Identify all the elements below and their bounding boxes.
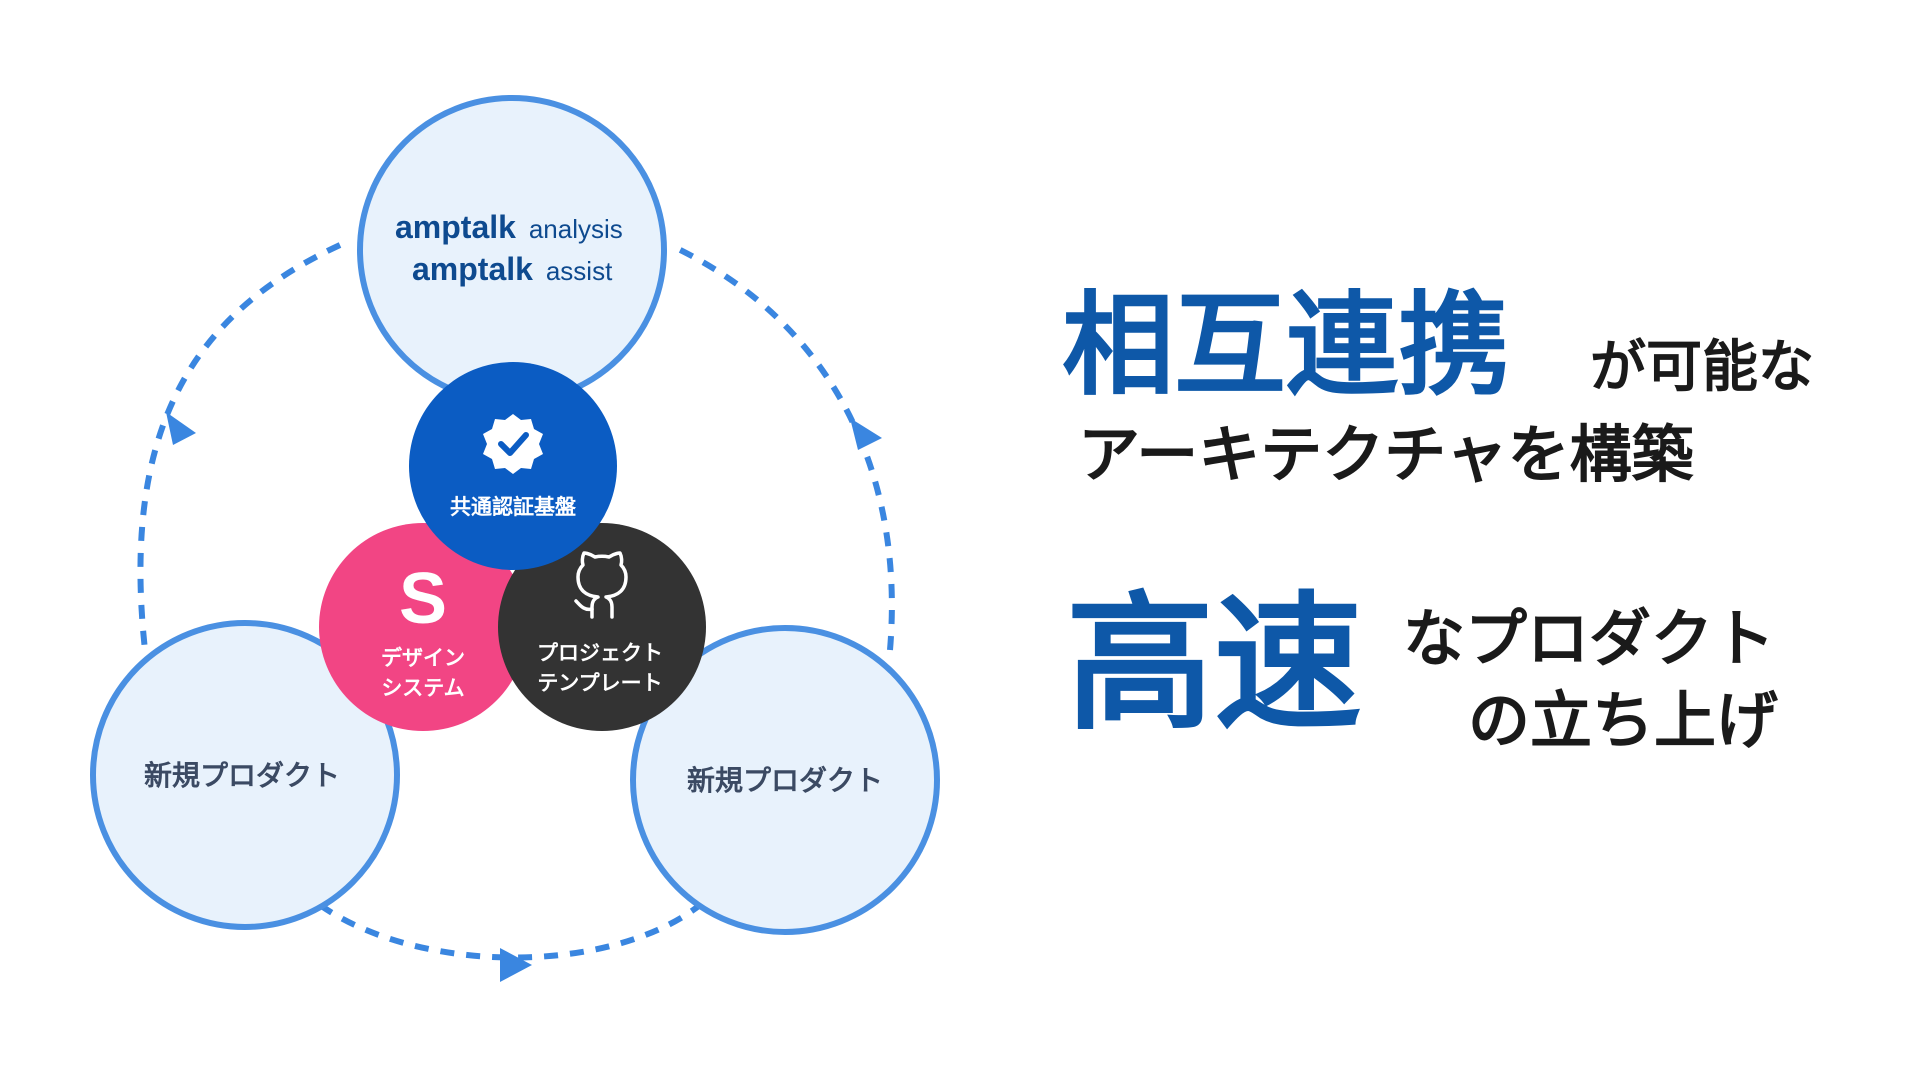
arrow-right-icon xyxy=(850,418,882,450)
left-product-label: 新規プロダクト xyxy=(144,759,340,792)
common-auth-node: 共通認証基盤 xyxy=(409,362,617,570)
brand-amptalk-2: amptalk xyxy=(412,251,533,287)
verified-badge-icon xyxy=(483,414,543,474)
headline1-tail: が可能な xyxy=(1590,335,1814,400)
project-template-label-1: プロジェクト xyxy=(537,641,663,665)
design-system-label-1: デザイン xyxy=(381,646,465,670)
brand-amptalk-1: amptalk xyxy=(395,209,516,245)
headline2-emphasis: 高速 xyxy=(1066,578,1362,750)
storybook-s-icon: S xyxy=(399,559,447,639)
arrow-left-icon xyxy=(166,412,196,445)
left-product-node: 新規プロダクト xyxy=(90,620,400,930)
right-product-label: 新規プロダクト xyxy=(687,764,883,797)
project-template-node: プロジェクト テンプレート xyxy=(498,523,706,731)
common-auth-label: 共通認証基盤 xyxy=(450,495,577,519)
cycle-arc-top-right xyxy=(668,242,895,651)
top-product-circle xyxy=(357,95,667,405)
design-system-circle xyxy=(319,523,527,731)
headline2-line2: の立ち上げ xyxy=(1468,684,1779,757)
github-icon xyxy=(574,551,628,619)
cycle-arc-bottom xyxy=(318,902,702,961)
product-analysis: analysis xyxy=(529,214,623,244)
headline1-emphasis: 相互連携 xyxy=(1062,281,1510,411)
arrow-bottom-icon xyxy=(500,948,532,982)
project-template-label-2: テンプレート xyxy=(537,671,662,695)
cycle-arc-top-left xyxy=(137,242,342,651)
headline1-line2: アーキテクチャを構築 xyxy=(1078,418,1694,491)
svg-text:amptalk analysis: amptalk analysis xyxy=(395,209,623,245)
headline2-line1: なプロダクト xyxy=(1403,602,1776,675)
left-product-circle xyxy=(90,620,400,930)
right-product-circle xyxy=(630,625,940,935)
design-system-label-2: システム xyxy=(381,676,464,700)
svg-text:amptalk assist: amptalk assist xyxy=(412,251,613,287)
top-product-node: amptalk analysis amptalk assist xyxy=(357,95,667,405)
product-assist: assist xyxy=(546,256,613,286)
right-product-node: 新規プロダクト xyxy=(630,625,940,935)
design-system-node: S デザイン システム xyxy=(319,523,527,731)
architecture-diagram: amptalk analysis amptalk assist 新規プロダクト … xyxy=(90,95,940,982)
project-template-circle xyxy=(498,523,706,731)
